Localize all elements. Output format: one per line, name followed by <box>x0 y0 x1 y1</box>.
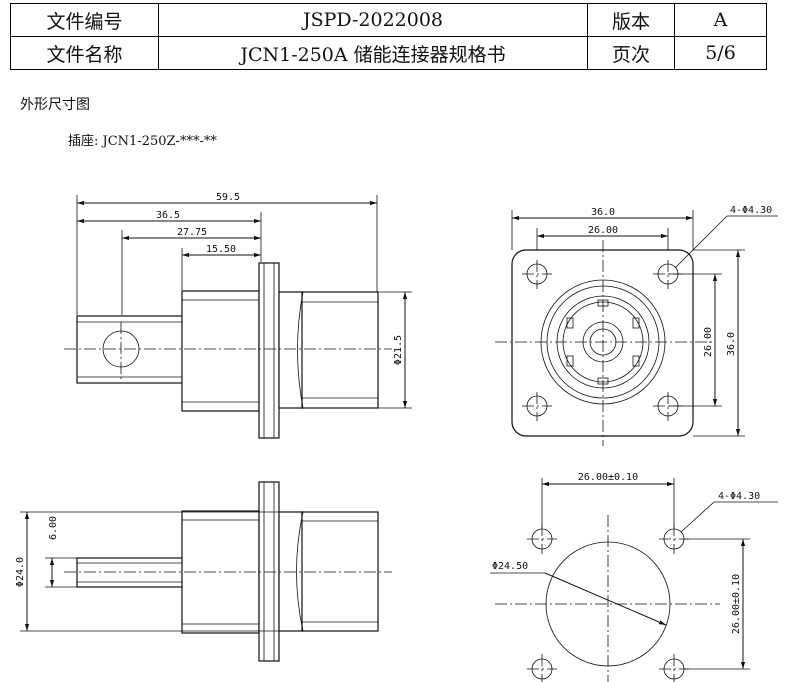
side-view: 59.5 36.5 27.75 15.50 Φ21.5 <box>64 192 412 439</box>
bottom-view: Φ24.0 6.00 <box>15 481 392 662</box>
dim-cut-holes: 4-Φ4.30 <box>718 491 760 502</box>
page-label: 页次 <box>587 36 675 70</box>
dim-36-5: 36.5 <box>156 210 180 221</box>
dim-front-width: 36.0 <box>591 207 615 218</box>
dim-15-50: 15.50 <box>206 244 236 255</box>
page-number: 5/6 <box>674 36 767 70</box>
dim-27-75: 27.75 <box>177 227 207 238</box>
doc-name: JCN1-250A 储能连接器规格书 <box>158 36 588 70</box>
dim-pin-6: 6.00 <box>48 516 59 540</box>
dim-cut-pitch: 26.00±0.10 <box>578 472 638 483</box>
doc-no: JSPD-2022008 <box>158 3 588 37</box>
title-block: 文件编号 JSPD-2022008 版本 A 文件名称 JCN1-250A 储能… <box>10 3 767 70</box>
dim-front-v-pitch: 26.00 <box>703 327 714 357</box>
version: A <box>674 3 767 37</box>
dim-dia-21-5: Φ21.5 <box>393 335 404 365</box>
panel-cutout-view: 26.00±0.10 Φ24.50 4-Φ4.30 26.00±0.10 <box>490 472 778 682</box>
front-view: 36.0 26.00 4-Φ4.30 <box>495 205 778 446</box>
dim-front-pitch: 26.00 <box>588 225 618 236</box>
dim-front-holes: 4-Φ4.30 <box>730 205 772 216</box>
dim-total-length: 59.5 <box>216 192 240 203</box>
dim-front-height: 36.0 <box>726 332 737 356</box>
section-title: 外形尺寸图 <box>20 97 90 113</box>
dim-cut-dia: Φ24.50 <box>492 561 528 572</box>
dim-cut-v-pitch: 26.00±0.10 <box>731 574 742 634</box>
doc-no-label: 文件编号 <box>10 3 159 37</box>
dim-dia-24: Φ24.0 <box>15 557 26 587</box>
part-subtitle: 插座: JCN1-250Z-***-** <box>68 134 217 149</box>
